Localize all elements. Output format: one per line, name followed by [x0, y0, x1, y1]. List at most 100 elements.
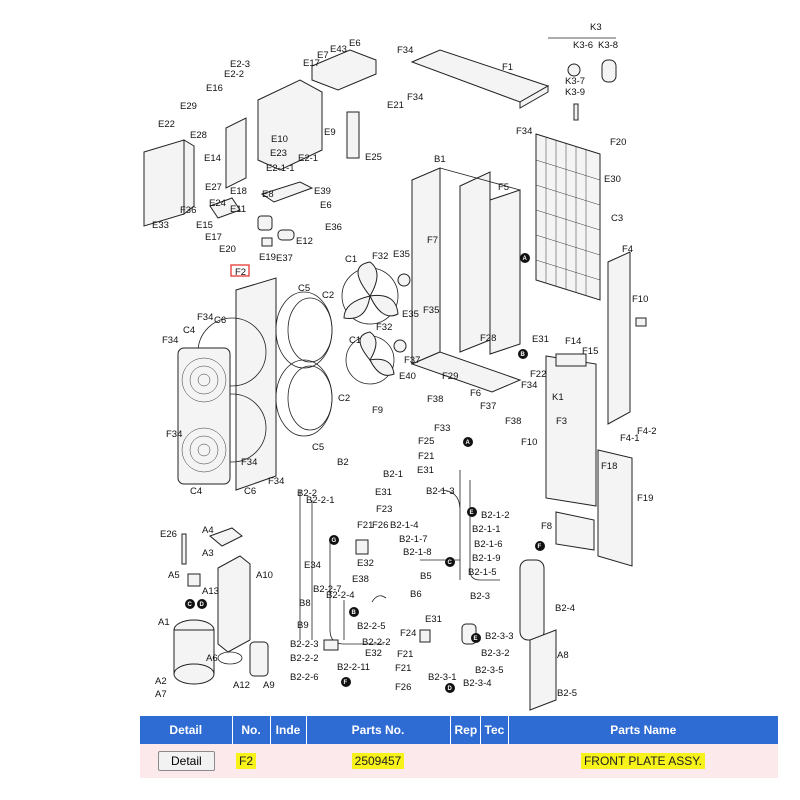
part-label[interactable]: F20: [610, 137, 626, 148]
part-label[interactable]: B2-1-9: [472, 553, 501, 564]
part-label[interactable]: F4-1: [620, 433, 640, 444]
part-label[interactable]: A7: [155, 689, 167, 700]
top-plate-f1[interactable]: [410, 49, 550, 103]
part-label[interactable]: E6: [320, 200, 332, 211]
part-label[interactable]: F37: [480, 401, 496, 412]
part-label[interactable]: A4: [202, 525, 214, 536]
part-label[interactable]: E30: [604, 174, 621, 185]
part-label[interactable]: F34: [166, 429, 182, 440]
part-label[interactable]: F34: [521, 380, 537, 391]
part-label[interactable]: E26: [160, 529, 177, 540]
part-label[interactable]: F9: [372, 405, 383, 416]
part-label[interactable]: E15: [196, 220, 213, 231]
part-label[interactable]: E18: [230, 186, 247, 197]
part-label[interactable]: F21: [357, 520, 373, 531]
part-label[interactable]: E36: [325, 222, 342, 233]
part-label[interactable]: C2: [322, 290, 334, 301]
part-label[interactable]: F26: [395, 682, 411, 693]
part-label[interactable]: B5: [420, 571, 432, 582]
part-label[interactable]: A5: [168, 570, 180, 581]
part-label[interactable]: E10: [271, 134, 288, 145]
part-label[interactable]: E35: [402, 309, 419, 320]
part-label[interactable]: F21: [418, 451, 434, 462]
part-label[interactable]: F34: [268, 476, 284, 487]
part-label[interactable]: B2-3-2: [481, 648, 510, 659]
part-label[interactable]: B2-1-3: [426, 486, 455, 497]
part-label[interactable]: F18: [601, 461, 617, 472]
part-label[interactable]: F32: [372, 251, 388, 262]
part-label[interactable]: C4: [183, 325, 195, 336]
part-label[interactable]: E21: [387, 100, 404, 111]
part-label[interactable]: A13: [202, 586, 219, 597]
part-label[interactable]: K3: [590, 22, 602, 33]
part-label[interactable]: E6: [349, 38, 361, 49]
part-label[interactable]: F34: [516, 126, 532, 137]
part-label[interactable]: B2-1-6: [474, 539, 503, 550]
part-label[interactable]: F21: [397, 649, 413, 660]
part-label[interactable]: E31: [425, 614, 442, 625]
part-label[interactable]: B2-1-2: [481, 510, 510, 521]
part-label[interactable]: F26: [372, 520, 388, 531]
part-label[interactable]: A1: [158, 617, 170, 628]
part-label[interactable]: F28: [480, 333, 496, 344]
part-label[interactable]: F24: [400, 628, 416, 639]
part-label[interactable]: F38: [505, 416, 521, 427]
part-label[interactable]: E31: [532, 334, 549, 345]
part-label[interactable]: C6: [214, 315, 226, 326]
part-label[interactable]: B2-3-3: [485, 631, 514, 642]
part-label[interactable]: B2-1-8: [403, 547, 432, 558]
part-label[interactable]: B2: [337, 457, 349, 468]
part-label[interactable]: B2-5: [557, 688, 577, 699]
part-label[interactable]: B2-1-1: [472, 524, 501, 535]
part-label[interactable]: E8: [262, 189, 274, 200]
part-label[interactable]: F19: [637, 493, 653, 504]
part-label[interactable]: E19: [259, 252, 276, 263]
part-label[interactable]: C5: [312, 442, 324, 453]
part-label[interactable]: F34: [397, 45, 413, 56]
part-label[interactable]: B2-1-5: [468, 567, 497, 578]
part-label[interactable]: E11: [230, 204, 246, 215]
part-label[interactable]: F25: [418, 436, 434, 447]
part-label[interactable]: A12: [233, 680, 250, 691]
part-label[interactable]: F23: [376, 504, 392, 515]
bell-mouth-c5-upper[interactable]: [275, 291, 333, 369]
frame-b1[interactable]: [411, 167, 441, 365]
front-plate-f2[interactable]: [235, 277, 277, 491]
part-label[interactable]: F34: [162, 335, 178, 346]
part-label[interactable]: F38: [427, 394, 443, 405]
part-label[interactable]: B2-3-1: [428, 672, 457, 683]
part-label[interactable]: B2-2-4: [326, 590, 355, 601]
part-label[interactable]: E17: [303, 58, 320, 69]
part-label[interactable]: B2-2-5: [357, 621, 386, 632]
part-label[interactable]: E25: [365, 152, 382, 163]
detail-button[interactable]: Detail: [158, 751, 215, 771]
part-label[interactable]: K3-9: [565, 87, 585, 98]
part-label[interactable]: E17: [205, 232, 222, 243]
part-label[interactable]: K3-6: [573, 40, 593, 51]
k3-8-clip[interactable]: [601, 59, 617, 83]
part-label[interactable]: F7: [427, 235, 438, 246]
part-label[interactable]: B2-3: [470, 591, 490, 602]
part-label[interactable]: B2-1-7: [399, 534, 428, 545]
side-cover-e33[interactable]: [143, 139, 185, 227]
part-label[interactable]: A6: [206, 653, 218, 664]
part-label[interactable]: B9: [297, 620, 309, 631]
part-label[interactable]: F37: [404, 355, 420, 366]
part-label[interactable]: E23: [270, 148, 287, 159]
part-label[interactable]: C1: [349, 335, 361, 346]
part-label[interactable]: E33: [152, 220, 169, 231]
part-label[interactable]: C6: [244, 486, 256, 497]
part-label[interactable]: E9: [324, 127, 336, 138]
part-label[interactable]: F6: [470, 388, 481, 399]
part-label[interactable]: F15: [582, 346, 598, 357]
part-label[interactable]: F36: [180, 205, 196, 216]
part-label[interactable]: B8: [299, 598, 311, 609]
part-label[interactable]: K3-7: [565, 76, 585, 87]
control-box-e2[interactable]: [257, 79, 323, 171]
part-label[interactable]: E31: [417, 465, 434, 476]
part-label[interactable]: F4-2: [637, 426, 657, 437]
part-label[interactable]: B2-3-5: [475, 665, 504, 676]
part-label[interactable]: B2-2-7: [313, 584, 342, 595]
part-label[interactable]: F5: [498, 182, 509, 193]
part-label[interactable]: E22: [158, 119, 175, 130]
